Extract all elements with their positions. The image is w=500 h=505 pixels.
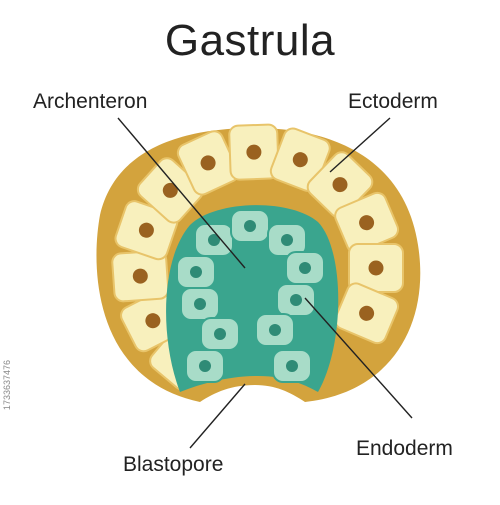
- endoderm-nucleus: [269, 324, 281, 336]
- endoderm-cell: [285, 251, 325, 285]
- ectoderm-nucleus: [332, 177, 348, 193]
- label-endoderm: Endoderm: [356, 437, 453, 460]
- endoderm-nucleus: [286, 360, 298, 372]
- endoderm-cell: [176, 255, 216, 289]
- endoderm-nucleus: [190, 266, 202, 278]
- endoderm-cell: [272, 349, 312, 383]
- endoderm-cell: [180, 287, 220, 321]
- endoderm-layer: [176, 209, 325, 383]
- endoderm-cell: [185, 349, 225, 383]
- label-archenteron: Archenteron: [33, 90, 148, 113]
- endoderm-cell: [230, 209, 270, 243]
- pointer-endoderm: [304, 297, 413, 419]
- ectoderm-layer: [111, 123, 404, 391]
- ectoderm-nucleus: [359, 215, 375, 231]
- ectoderm-nucleus: [359, 305, 375, 321]
- ectoderm-nucleus: [132, 268, 148, 284]
- endoderm-nucleus: [299, 262, 311, 274]
- endoderm-nucleus: [194, 298, 206, 310]
- page-title: Gastrula: [164, 16, 336, 65]
- pointer-blastopore: [189, 383, 246, 449]
- label-ectoderm: Ectoderm: [348, 90, 438, 113]
- pointer-lines: [117, 117, 413, 449]
- label-blastopore: Blastopore: [123, 453, 224, 476]
- ectoderm-nucleus: [246, 144, 262, 160]
- pointer-archenteron: [117, 117, 246, 269]
- endoderm-cell: [194, 223, 234, 257]
- endoderm-cell: [255, 313, 295, 347]
- endoderm-cell: [276, 283, 316, 317]
- ectoderm-nucleus: [200, 155, 216, 171]
- endoderm-nucleus: [290, 294, 302, 306]
- endoderm-nucleus: [199, 360, 211, 372]
- ectoderm-nucleus: [162, 182, 178, 198]
- ectoderm-nucleus: [368, 260, 384, 276]
- endoderm-nucleus: [208, 234, 220, 246]
- ectoderm-cell: [228, 123, 280, 181]
- endoderm-nucleus: [281, 234, 293, 246]
- ectoderm-nucleus: [292, 152, 308, 168]
- endoderm-cell: [267, 223, 307, 257]
- endoderm-cell: [200, 317, 240, 351]
- pointer-ectoderm: [329, 117, 391, 173]
- endoderm-nucleus: [214, 328, 226, 340]
- stock-image-id: 1733637476: [2, 360, 12, 411]
- ectoderm-nucleus: [145, 313, 161, 329]
- ectoderm-nucleus: [138, 222, 154, 238]
- endoderm-nucleus: [244, 220, 256, 232]
- ectoderm-cell: [334, 282, 400, 345]
